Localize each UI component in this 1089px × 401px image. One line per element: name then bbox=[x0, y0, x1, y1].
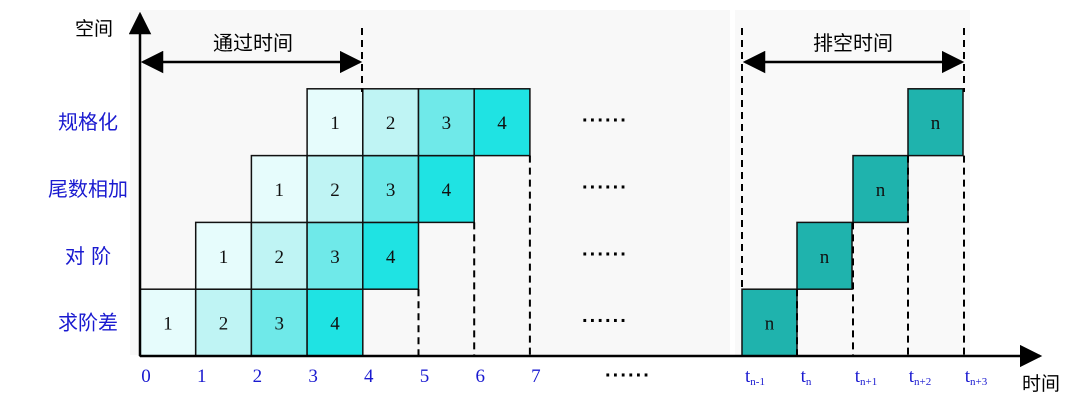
tail-time-base: t bbox=[855, 366, 861, 387]
tail-cell-label: n bbox=[876, 180, 886, 201]
pipeline-cell-label: 3 bbox=[275, 314, 285, 335]
tail-cell-n bbox=[796, 221, 853, 290]
pipeline-cell-label: 4 bbox=[330, 314, 340, 335]
tail-time-label: tn+2 bbox=[909, 366, 932, 388]
y-axis-title: 空间 bbox=[75, 18, 113, 40]
pipeline-cell bbox=[250, 221, 308, 290]
tail-time-base: t bbox=[801, 366, 807, 387]
tail-cell-n bbox=[852, 154, 909, 224]
stage-ellipsis: ······ bbox=[582, 110, 628, 132]
time-label: 0 bbox=[141, 366, 151, 387]
pipeline-cell bbox=[306, 288, 364, 357]
pipeline-cell bbox=[194, 288, 253, 357]
pipeline-cell bbox=[362, 221, 420, 290]
pipeline-cell-label: 2 bbox=[219, 314, 229, 335]
tail-cell-label: n bbox=[931, 113, 941, 134]
stage-ellipsis: ······ bbox=[582, 177, 628, 199]
tail-time-base: t bbox=[965, 366, 971, 387]
time-label: 3 bbox=[308, 366, 318, 387]
tail-time-subscript: n+1 bbox=[860, 376, 877, 388]
pipeline-cells: 1 2 3 4 1 2 3 4 1 2 3 4 1 2 3 4 bbox=[139, 88, 531, 357]
tail-cell-label: n bbox=[820, 247, 830, 268]
pipeline-cell bbox=[194, 221, 253, 290]
tail-time-label: tn+3 bbox=[965, 366, 988, 388]
stage-ellipsis: ······ bbox=[582, 244, 628, 266]
stage-ellipses: ······ ······ ······ ······ bbox=[582, 110, 628, 333]
completion-dashed-lines bbox=[417, 155, 965, 356]
pipeline-cell-label: 4 bbox=[442, 180, 452, 201]
time-label: 4 bbox=[364, 366, 374, 387]
pipeline-cell bbox=[417, 88, 475, 157]
time-label: 5 bbox=[420, 366, 430, 387]
tail-cell-label: n bbox=[765, 314, 775, 335]
time-axis-labels: 0 1 2 3 4 5 6 7 bbox=[141, 366, 540, 387]
tail-cell-n bbox=[907, 88, 964, 157]
pipeline-cell-label: 2 bbox=[275, 247, 285, 268]
pass-time-bracket: 通过时间 bbox=[140, 28, 363, 92]
pipeline-cell-label: 2 bbox=[386, 113, 396, 134]
time-axis-ellipsis: ······ bbox=[605, 365, 651, 387]
time-label: 6 bbox=[475, 366, 485, 387]
pipeline-cell bbox=[306, 88, 364, 157]
pass-time-label: 通过时间 bbox=[213, 31, 293, 55]
tail-time-label: tn+1 bbox=[855, 366, 878, 388]
pipeline-cell-label: 1 bbox=[330, 113, 340, 134]
stage-label-2: 对 阶 bbox=[65, 244, 111, 268]
pipeline-cell-label: 2 bbox=[330, 180, 340, 201]
stage-labels: 求阶差 对 阶 尾数相加 规格化 bbox=[48, 110, 128, 334]
time-label: 7 bbox=[531, 366, 541, 387]
tail-time-label: tn-1 bbox=[745, 366, 765, 388]
time-label: 1 bbox=[197, 366, 207, 387]
pipeline-cell-label: 3 bbox=[442, 113, 452, 134]
stage-label-4: 规格化 bbox=[58, 110, 118, 134]
pipeline-cell-label: 4 bbox=[497, 113, 507, 134]
tail-time-label: tn bbox=[801, 366, 812, 388]
pipeline-cell bbox=[306, 154, 364, 224]
pipeline-cell bbox=[473, 88, 531, 157]
pipeline-cell bbox=[417, 154, 475, 224]
time-label: 2 bbox=[253, 366, 263, 387]
tail-time-subscript: n+2 bbox=[914, 376, 931, 388]
tail-time-subscript: n+3 bbox=[970, 376, 988, 388]
pipeline-cell bbox=[250, 288, 308, 357]
x-axis-title: 时间 bbox=[1022, 373, 1060, 395]
pipeline-cell-label: 1 bbox=[163, 314, 173, 335]
drain-time-bracket: 排空时间 bbox=[741, 28, 965, 290]
pipeline-cell-label: 3 bbox=[330, 247, 340, 268]
tail-time-base: t bbox=[909, 366, 915, 387]
stage-ellipsis: ······ bbox=[582, 311, 628, 333]
tail-time-subscript: n-1 bbox=[750, 376, 765, 388]
drain-time-label: 排空时间 bbox=[813, 31, 893, 55]
stage-label-3: 尾数相加 bbox=[48, 177, 128, 201]
tail-cells: n n n n bbox=[741, 88, 964, 357]
pipeline-cell-label: 4 bbox=[386, 247, 396, 268]
pipeline-cell-label: 1 bbox=[275, 180, 285, 201]
tail-time-base: t bbox=[745, 366, 751, 387]
pipeline-cell-label: 1 bbox=[219, 247, 229, 268]
tail-cell-n bbox=[741, 288, 798, 357]
pipeline-cell-label: 3 bbox=[386, 180, 396, 201]
tail-time-subscript: n bbox=[806, 376, 812, 388]
stage-label-1: 求阶差 bbox=[58, 311, 118, 335]
